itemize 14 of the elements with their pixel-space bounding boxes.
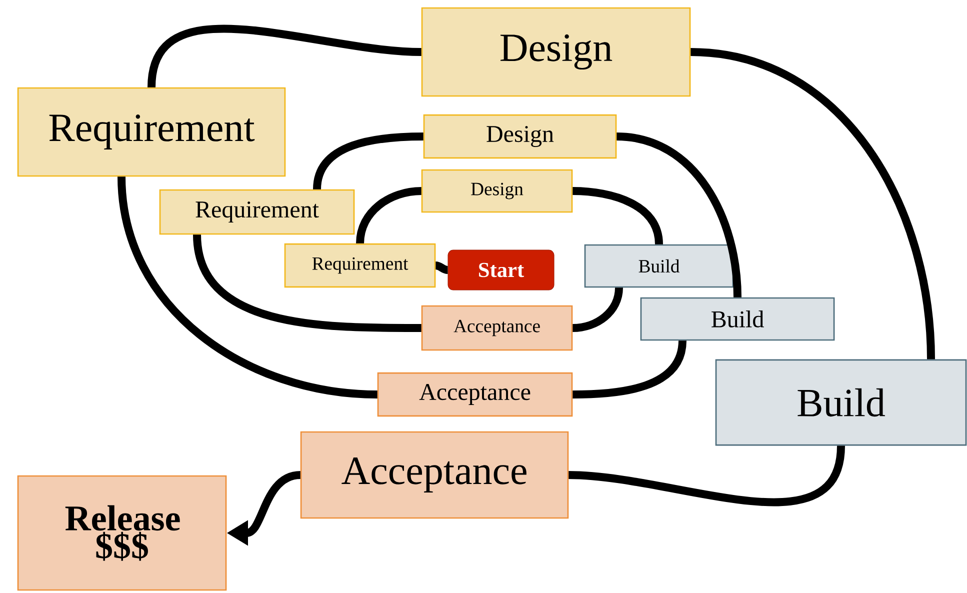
- design-box: Design: [421, 7, 691, 97]
- start-button: Start: [448, 250, 554, 290]
- requirement-box: Requirement: [17, 87, 286, 177]
- design-box: Design: [421, 169, 573, 213]
- requirement-box: Requirement: [284, 243, 436, 288]
- build-box: Build: [715, 359, 967, 446]
- requirement-box: Requirement: [159, 189, 355, 235]
- design-box: Design: [423, 114, 617, 159]
- build-box: Build: [584, 244, 734, 288]
- release-box: Release $$$: [17, 475, 227, 591]
- acceptance-box: Acceptance: [421, 305, 573, 351]
- build-box: Build: [640, 297, 835, 341]
- acceptance-box: Acceptance: [300, 431, 569, 519]
- acceptance-box: Acceptance: [377, 372, 573, 417]
